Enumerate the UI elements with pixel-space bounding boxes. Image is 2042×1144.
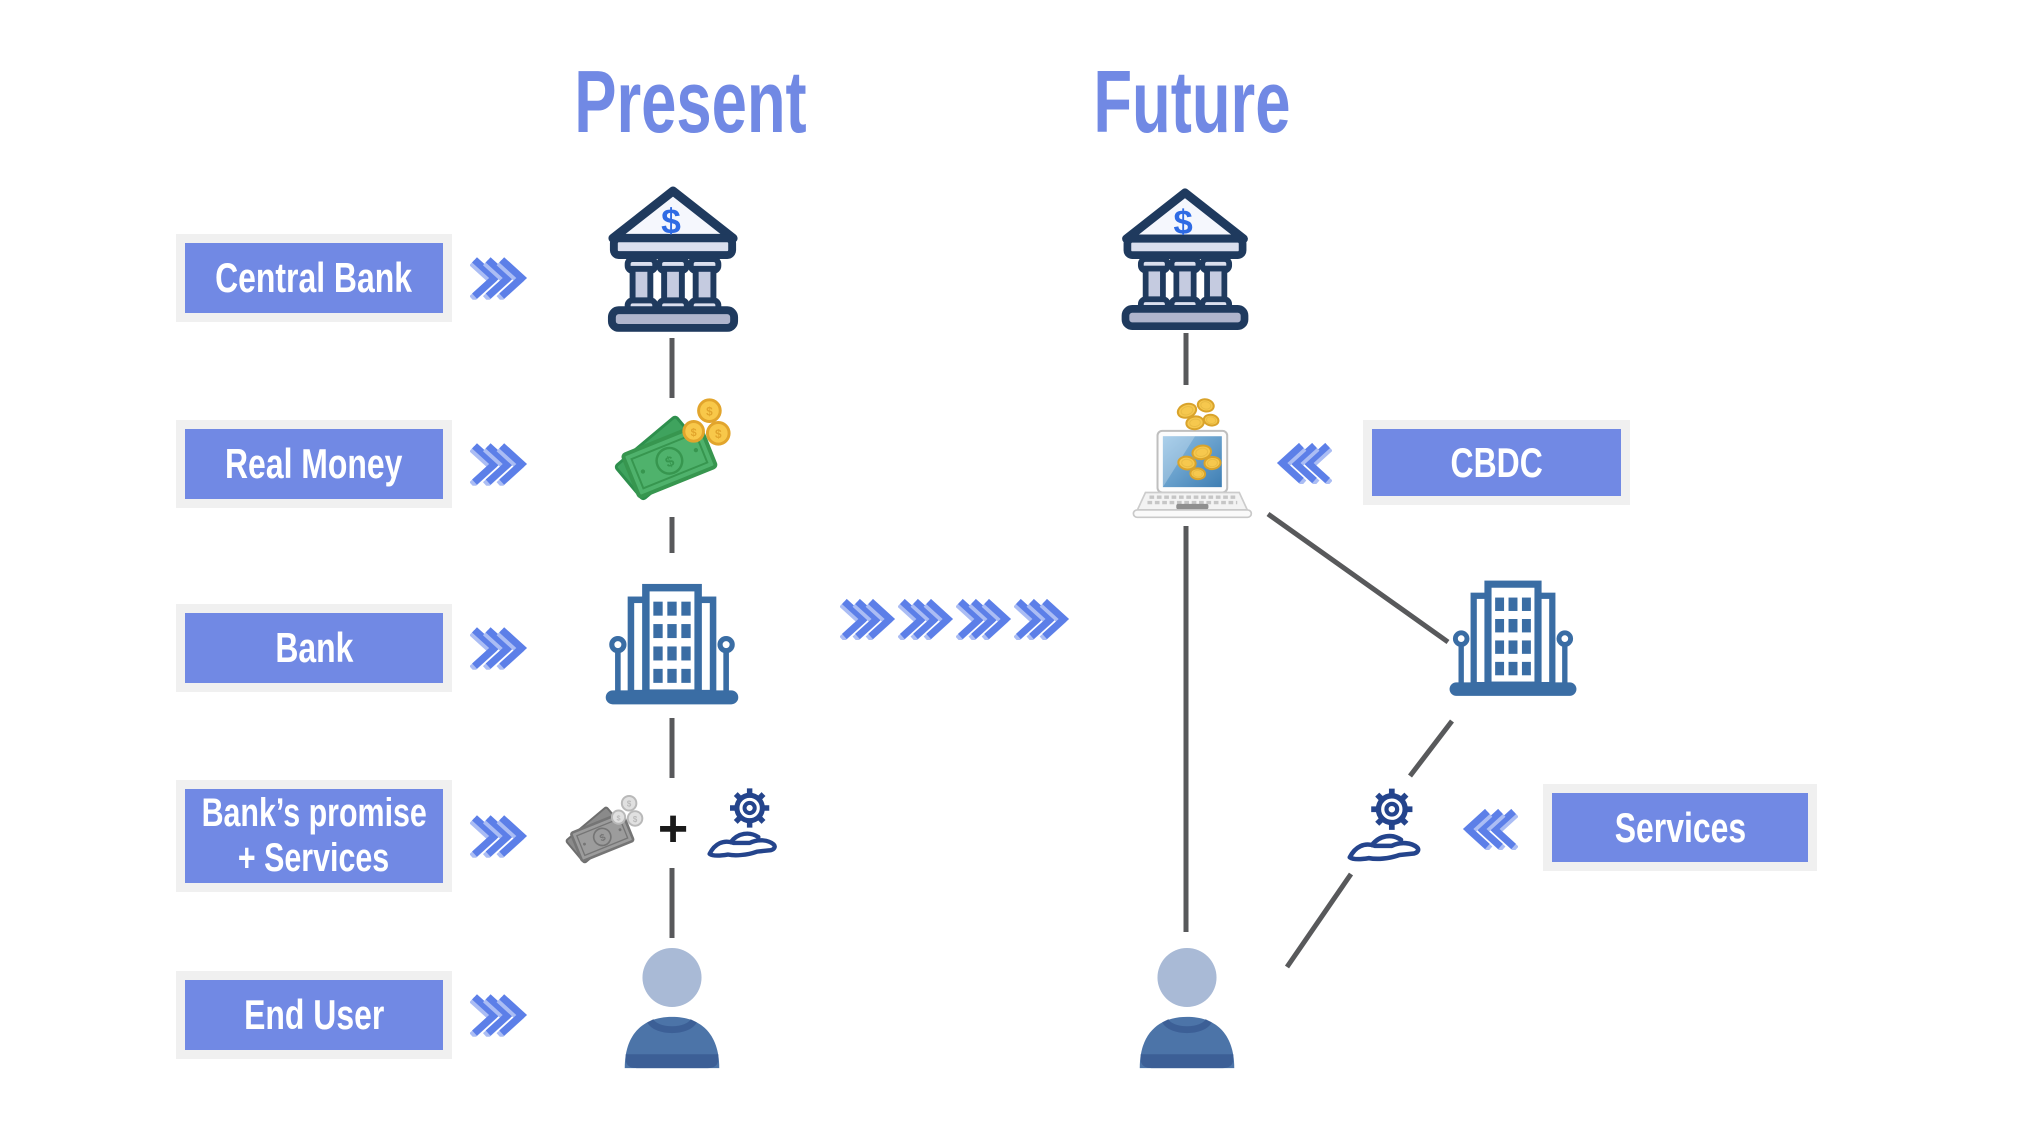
title-present: Present [573,52,807,151]
chevron-right-icon [470,992,528,1038]
title-future: Future [1093,52,1291,151]
real-money-icon [608,396,736,508]
services-hand-gear-icon [706,784,786,864]
chevron-right-icon [470,813,528,859]
label-card-cbdc: CBDC [1363,420,1630,505]
flow-chevron-right-icon [840,596,896,642]
connector-bank-services [1408,719,1454,778]
bank-building-icon-future [1446,578,1580,702]
end-user-label: End User [185,980,443,1050]
flow-chevron-right-icon [1014,596,1070,642]
chevron-right-icon [470,255,528,301]
label-card-bank: Bank [176,604,452,692]
central-bank-icon [604,184,742,332]
label-card-banks-promise: Bank’s promise + Services [176,780,452,892]
central-bank-icon-future [1116,186,1254,330]
chevron-right-icon [470,625,528,671]
banks-promise-label: Bank’s promise + Services [185,789,443,883]
cbdc-laptop-icon [1120,392,1254,526]
label-card-services: Services [1543,784,1817,871]
bank-building-icon [602,580,742,712]
chevron-right-icon [470,441,528,487]
plus-sign: + [657,800,689,858]
chevron-left-icon [1276,440,1332,486]
bank-label: Bank [185,613,443,683]
services-hand-gear-icon-future [1346,784,1430,868]
label-card-central-bank: Central Bank [176,234,452,322]
real-money-label: Real Money [185,429,443,499]
cbdc-label: CBDC [1372,429,1621,496]
end-user-icon-future [1131,946,1243,1072]
end-user-icon [616,946,728,1072]
connector-cbdc-bank [1266,511,1450,645]
banks-promise-money-icon [558,794,650,868]
label-card-real-money: Real Money [176,420,452,508]
flow-chevron-right-icon [956,596,1012,642]
connector-services-enduser [1284,872,1354,969]
central-bank-label: Central Bank [185,243,443,313]
chevron-left-icon [1462,806,1518,852]
services-label: Services [1552,793,1808,862]
flow-chevron-right-icon [898,596,954,642]
label-card-end-user: End User [176,971,452,1059]
